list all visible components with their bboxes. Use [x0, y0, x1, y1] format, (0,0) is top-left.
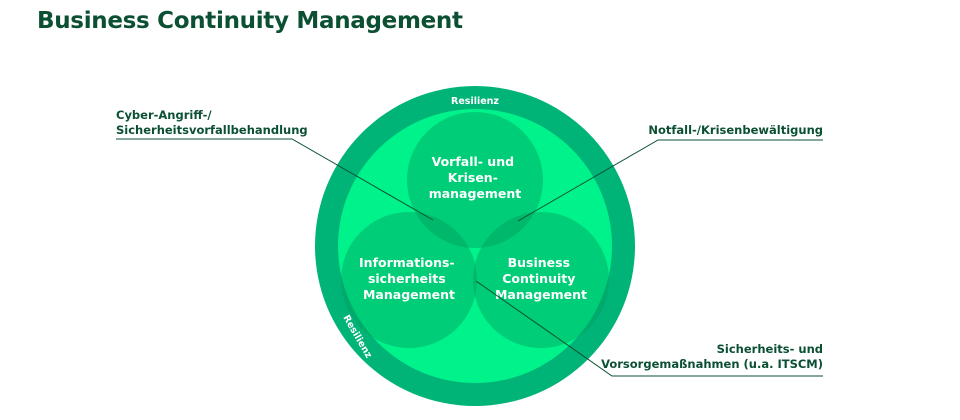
- callout-line: Sicherheitsvorfallbehandlung: [116, 123, 308, 137]
- leader-line-sicherheit: [475, 280, 823, 377]
- circle-label-right: Business Continuity Management: [495, 255, 587, 302]
- callout-sicherheits-vorsorgemassnahmen: Sicherheits- und Vorsorgemaßnahmen (u.a.…: [601, 342, 823, 372]
- callout-line: Notfall-/Krisenbewältigung: [648, 123, 823, 137]
- page-title: Business Continuity Management: [37, 8, 463, 34]
- callout-cyber-angriff: Cyber-Angriff-/ Sicherheitsvorfallbehand…: [116, 108, 308, 138]
- circle-informationssicherheit: [341, 212, 477, 348]
- callout-notfall-krisenbewaeltigung: Notfall-/Krisenbewältigung: [648, 123, 823, 138]
- leader-line-cyber: [116, 138, 434, 221]
- callout-line: Vorsorgemaßnahmen (u.a. ITSCM): [601, 357, 823, 371]
- circle-label-left: Informations- sicherheits Management: [359, 255, 459, 302]
- circle-label-top: Vorfall- und Krisen- management: [429, 154, 522, 201]
- callout-line: Sicherheits- und: [716, 342, 823, 356]
- inner-disc: [338, 109, 612, 383]
- leader-line-notfall: [517, 139, 823, 222]
- circle-vorfall-krisenmanagement: [407, 112, 543, 248]
- ring-label-top: Resilienz: [451, 96, 499, 107]
- callout-line: Cyber-Angriff-/: [116, 108, 212, 122]
- circle-business-continuity: [473, 212, 609, 348]
